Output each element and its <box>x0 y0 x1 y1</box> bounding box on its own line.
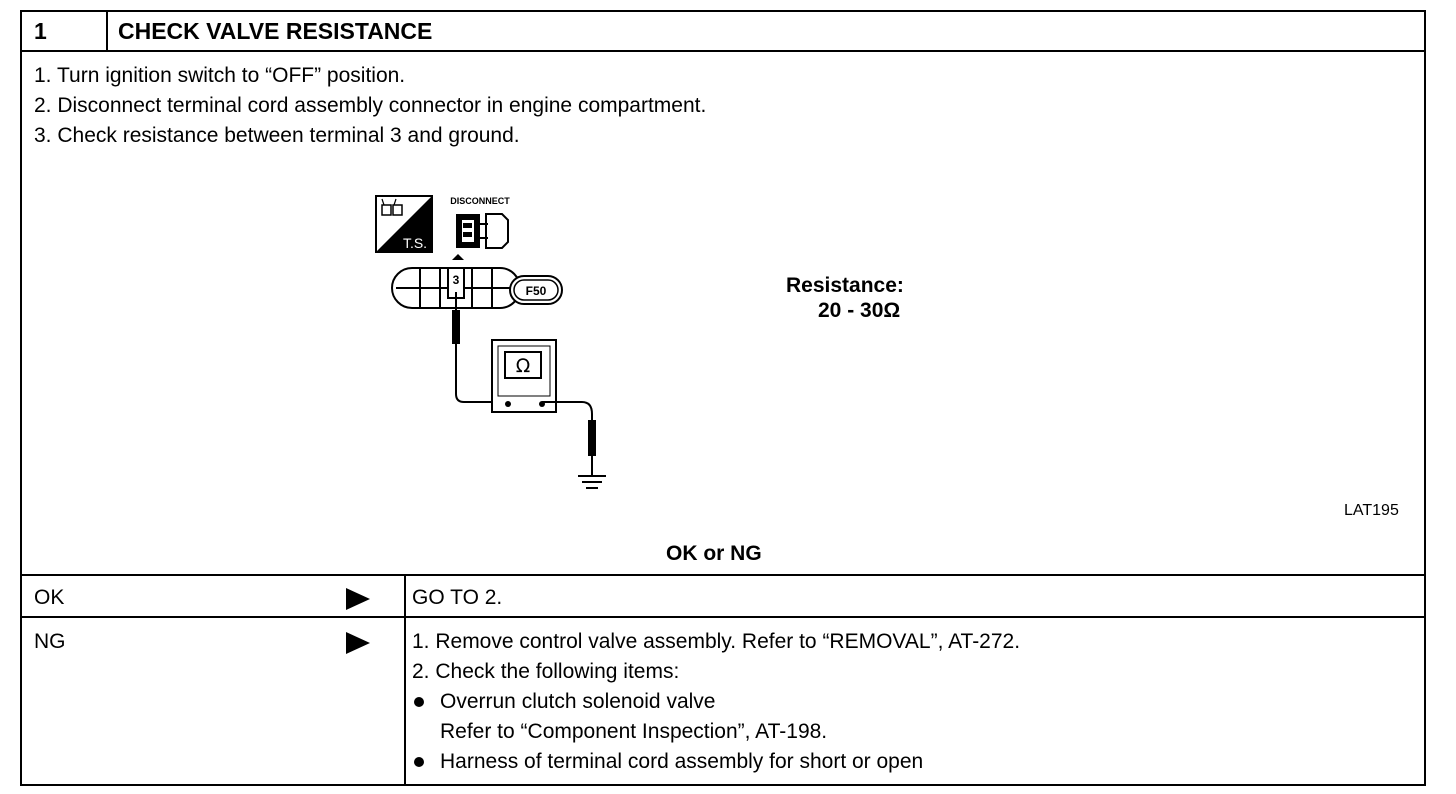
ts-label: T.S. <box>403 235 427 251</box>
instruction-3: 3. Check resistance between terminal 3 a… <box>34 124 520 147</box>
ohmmeter-icon: Ω <box>491 339 557 413</box>
ground-icon <box>578 475 606 489</box>
spec-value: 20 - 30Ω <box>818 299 901 322</box>
bullet-icon <box>414 757 424 767</box>
header-bottom-rule <box>20 50 1426 52</box>
bullet-icon <box>414 697 424 707</box>
ng-label: NG <box>34 630 66 653</box>
terminal-number: 3 <box>453 273 460 287</box>
meter-symbol: Ω <box>516 355 531 377</box>
connector-code-badge: F50 <box>509 275 563 305</box>
results-divider <box>404 574 406 786</box>
step-number: 1 <box>34 18 47 44</box>
disconnect-icon <box>456 213 509 249</box>
connector-code: F50 <box>526 284 547 298</box>
procedure-table <box>20 10 1426 786</box>
probe-arrow-icon <box>452 254 464 260</box>
ts-icon: T.S. <box>375 195 433 253</box>
ng-line-1: 1. Remove control valve assembly. Refer … <box>412 630 1021 653</box>
ok-action: GO TO 2. <box>412 586 503 609</box>
ng-line-4: Refer to “Component Inspection”, AT-198. <box>440 720 828 743</box>
connector-icon: 3 <box>391 267 521 309</box>
ok-label: OK <box>34 586 65 609</box>
ok-arrow-icon <box>346 588 370 610</box>
results-mid-rule <box>20 616 1426 618</box>
ng-line-5: Harness of terminal cord assembly for sh… <box>440 750 924 773</box>
spec-label: Resistance: <box>786 274 904 297</box>
instruction-2: 2. Disconnect terminal cord assembly con… <box>34 94 707 117</box>
result-prompt: OK or NG <box>666 542 762 565</box>
results-top-rule <box>20 574 1426 576</box>
instruction-1: 1. Turn ignition switch to “OFF” positio… <box>34 64 406 87</box>
disconnect-label: DISCONNECT <box>450 196 510 206</box>
ng-line-2: 2. Check the following items: <box>412 660 680 683</box>
header-divider <box>106 10 108 52</box>
ng-line-3: Overrun clutch solenoid valve <box>440 690 716 713</box>
figure-id: LAT195 <box>1344 502 1399 519</box>
test-diagram: T.S. DISCONNECT 3 F50 Ω <box>375 195 606 489</box>
step-title: CHECK VALVE RESISTANCE <box>118 18 433 44</box>
ng-arrow-icon <box>346 632 370 654</box>
